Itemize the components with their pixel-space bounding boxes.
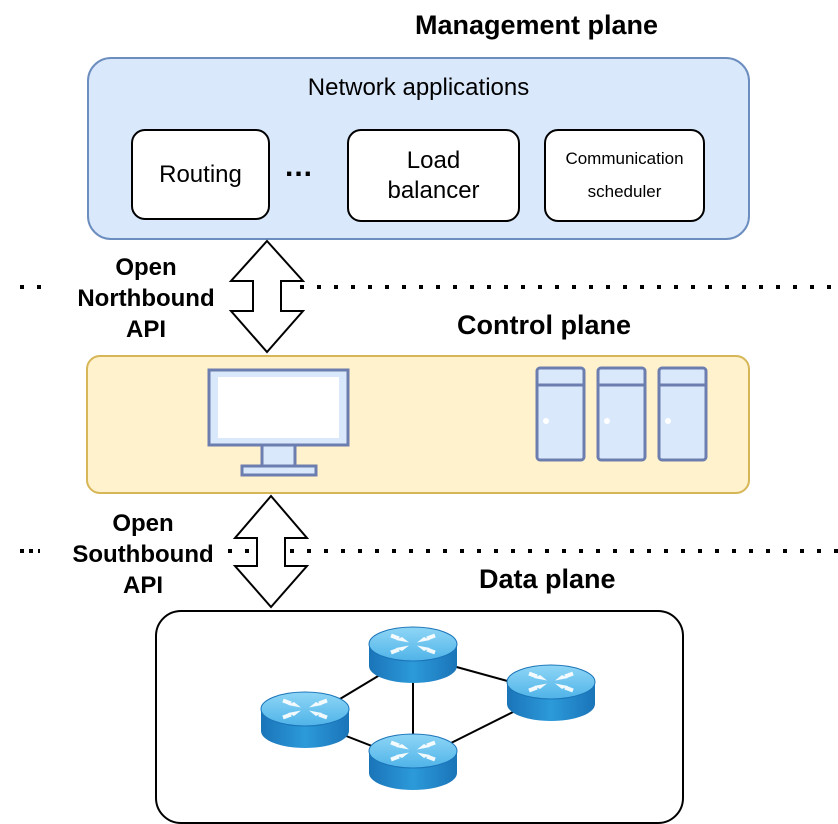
- northbound-api-line1: Open: [115, 254, 177, 281]
- load-balancer-label-line2: balancer: [387, 176, 480, 204]
- northbound-api-line3: API: [125, 316, 166, 343]
- southbound-api-line2: Southbound: [72, 541, 214, 568]
- communication-scheduler-app: Communication scheduler: [544, 129, 705, 222]
- northbound-api-label: Open Northbound API: [56, 252, 236, 345]
- server-icon: [535, 366, 586, 462]
- routers-group: [260, 626, 596, 790]
- server-icon: [657, 366, 708, 462]
- network-applications-title: Network applications: [307, 74, 530, 101]
- southbound-api-label: Open Southbound API: [48, 508, 238, 601]
- communication-scheduler-label-line2: scheduler: [587, 181, 662, 201]
- load-balancer-label-line1: Load: [406, 146, 461, 174]
- monitor-icon: [207, 368, 350, 477]
- server-icon: [596, 366, 647, 462]
- northbound-api-line2: Northbound: [77, 285, 215, 312]
- router-icon: [506, 664, 596, 721]
- southbound-api-line1: Open: [112, 510, 174, 537]
- router-icon: [368, 733, 458, 790]
- management-plane-title: Management plane: [415, 10, 659, 40]
- router-icon: [368, 626, 458, 683]
- ellipsis: ...: [285, 150, 314, 183]
- routing-app: Routing: [131, 129, 270, 220]
- southbound-double-arrow: [232, 494, 310, 609]
- router-icon: [260, 691, 350, 748]
- control-plane-title: Control plane: [457, 310, 631, 340]
- data-plane-title: Data plane: [479, 564, 616, 594]
- southbound-api-line3: API: [122, 572, 163, 599]
- routing-label: Routing: [159, 160, 242, 188]
- communication-scheduler-label-line1: Communication: [565, 149, 684, 169]
- northbound-double-arrow: [228, 239, 306, 354]
- load-balancer-app: Load balancer: [347, 129, 520, 222]
